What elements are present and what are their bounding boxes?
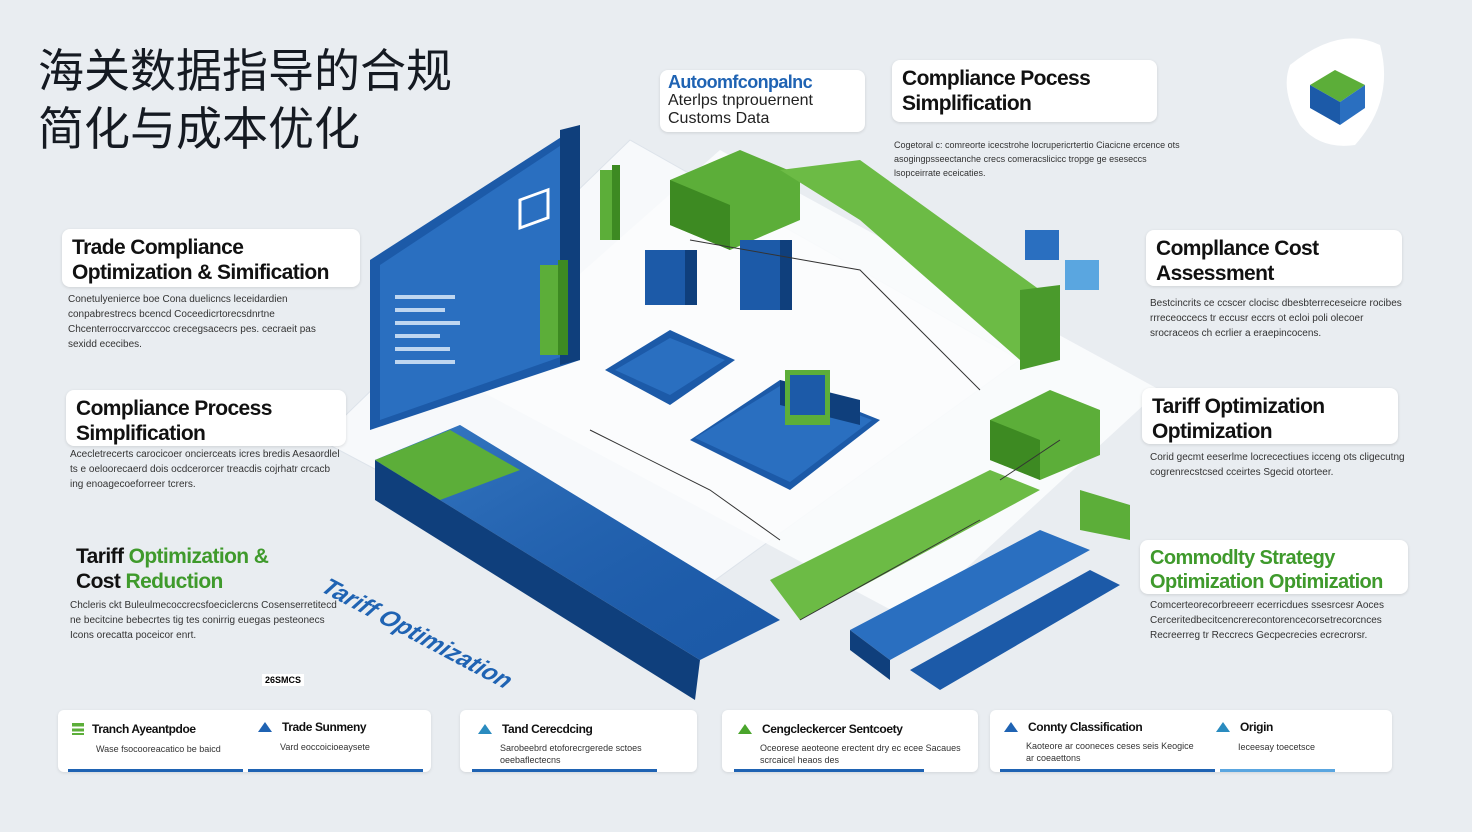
arrow-up-icon <box>738 723 752 734</box>
card-title: Tariff Optimization & Cost Reduction <box>76 544 288 594</box>
bottom-card-2: Tand Cerecdcing Sarobeebrd etoforecrgere… <box>460 710 697 772</box>
card-cost-assessment: Compllance Cost Assessment <box>1146 230 1402 286</box>
bottom-item-sub: Sarobeebrd etoforecrgerede sctoes oeebaf… <box>500 743 642 765</box>
card-title: Trade Compliance Optimization & Simifica… <box>72 236 329 284</box>
progress-bar <box>472 769 657 772</box>
bottom-item: Tranch Ayeantpdoe Wase fsocooreacatico b… <box>72 720 221 754</box>
bottom-item-label: Cengcleckercer Sentcoety <box>762 722 903 736</box>
card-description: Chcleris ckt Buleulmecoccrecsfoeciclercn… <box>70 600 337 641</box>
card-process-simplification-top: Compliance Pocess Simplification <box>892 60 1157 122</box>
bottom-card-1: Tranch Ayeantpdoe Wase fsocooreacatico b… <box>58 710 431 772</box>
card-automation: Autoomfconpalnc Aterlps tnprouernent Cus… <box>660 70 865 132</box>
card-tariff-optimization: Tariff Optimization Optimization <box>1142 388 1398 444</box>
progress-bar <box>734 769 924 772</box>
card-title: Tariff Optimization Optimization <box>1152 395 1325 443</box>
logo-icon <box>1286 38 1385 146</box>
card-description: Bestcincrits ce ccscer clocisc dbesbterr… <box>1150 298 1402 339</box>
title-part: Tariff <box>76 545 129 568</box>
progress-bar <box>248 769 423 772</box>
bottom-item: Origin Ieceesay toecetsce <box>1216 718 1315 752</box>
card-tariff-cost: Tariff Optimization & Cost Reduction <box>66 538 298 594</box>
bottom-item-sub: Kaoteore ar cooneces ceses seis Keogice … <box>1026 741 1194 763</box>
list-icon <box>72 722 84 735</box>
card-title: Compllance Cost Assessment <box>1156 237 1319 285</box>
bottom-item: Cengcleckercer Sentcoety Oceorese aeoteo… <box>738 720 980 766</box>
card-description: Acecletrecerts carocicoer oncierceats ic… <box>70 449 340 490</box>
card-automation-line-1: Autoomfconpalnc <box>668 72 813 92</box>
arrow-up-icon <box>478 723 492 734</box>
card-description: Corid gecmt eeserlme locrecectiues iccen… <box>1150 452 1405 478</box>
bottom-item-sub: Oceorese aeoteone erectent dry ec ecee S… <box>760 743 961 765</box>
card-trade-compliance: Trade Compliance Optimization & Simifica… <box>62 229 360 287</box>
card-description: Comcerteorecorbreeerr ecerricdues ssesrc… <box>1150 600 1384 641</box>
card-title: Compliance Process Simplification <box>76 397 272 445</box>
bottom-card-4: Connty Classification Kaoteore ar coonec… <box>990 710 1392 772</box>
bottom-item-sub: Wase fsocooreacatico be baicd <box>96 744 221 754</box>
title-part: Cost <box>76 570 126 593</box>
bottom-item: Tand Cerecdcing Sarobeebrd etoforecrgere… <box>478 720 680 766</box>
card-commodity-strategy: Commodlty Strategy Optimization Optimiza… <box>1140 540 1408 594</box>
arrow-up-icon <box>258 721 272 732</box>
bottom-item-sub: Ieceesay toecetsce <box>1238 742 1316 752</box>
title-part: Reduction <box>125 570 224 593</box>
progress-bar <box>1000 769 1215 772</box>
page-title: 海关数据指导的合规 简化与成本优化 <box>38 44 452 156</box>
bottom-item-label: Origin <box>1240 720 1273 734</box>
bottom-item-sub: Vard eoccoicioeaysete <box>280 742 370 752</box>
bottom-item: Trade Sunmeny Vard eoccoicioeaysete <box>258 718 370 752</box>
card-title: Compliance Pocess Simplification <box>902 67 1091 115</box>
isometric-illustration <box>319 125 1160 700</box>
bottom-item-label: Connty Classification <box>1028 720 1143 734</box>
card-automation-line-3: Customs Data <box>668 110 770 127</box>
progress-bar <box>1220 769 1335 772</box>
bottom-item: Connty Classification Kaoteore ar coonec… <box>1004 718 1201 764</box>
bottom-item-label: Tand Cerecdcing <box>502 722 593 736</box>
arrow-up-icon <box>1216 721 1230 732</box>
card-description: Conetulyenierce boe Cona duelicncs lecei… <box>68 294 316 350</box>
arrow-up-icon <box>1004 721 1018 732</box>
progress-bar <box>68 769 243 772</box>
card-automation-line-2: Aterlps tnprouernent <box>668 92 813 109</box>
title-part: Optimization & <box>128 545 269 568</box>
stamp-label: 26SMCS <box>262 674 305 686</box>
card-description: Cogetoral c: comreorte icecstrohe locrup… <box>894 140 1180 178</box>
card-title: Commodlty Strategy Optimization Optimiza… <box>1150 547 1383 593</box>
bottom-item-label: Trade Sunmeny <box>282 720 367 734</box>
bottom-card-3: Cengcleckercer Sentcoety Oceorese aeoteo… <box>722 710 978 772</box>
bottom-item-label: Tranch Ayeantpdoe <box>92 722 196 736</box>
card-process-simplification-left: Compliance Process Simplification <box>66 390 346 446</box>
server-stack <box>645 230 1099 310</box>
